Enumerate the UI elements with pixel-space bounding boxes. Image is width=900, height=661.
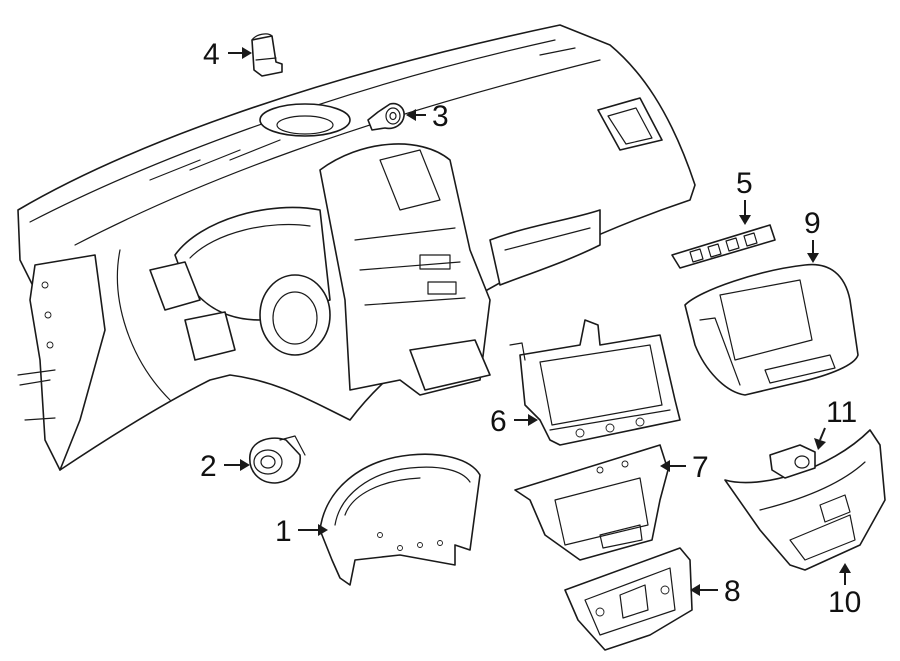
callout-11: 11 <box>814 396 857 450</box>
callout-10-label: 10 <box>828 586 861 619</box>
part-switch <box>251 33 283 77</box>
part-switch-panel <box>671 224 776 269</box>
callout-1: 1 <box>275 515 328 548</box>
callout-4: 4 <box>203 38 252 71</box>
callout-9: 9 <box>804 207 821 263</box>
part-display-unit <box>509 319 681 446</box>
callout-6: 6 <box>490 405 538 438</box>
callout-8: 8 <box>690 575 741 608</box>
part-small-switch <box>769 444 816 479</box>
callout-10: 10 <box>828 563 861 619</box>
callout-5-label: 5 <box>736 167 753 200</box>
callout-2-label: 2 <box>200 450 217 483</box>
part-instrument-cluster <box>319 453 481 586</box>
callout-1-label: 1 <box>275 515 292 548</box>
callout-7-label: 7 <box>692 451 709 484</box>
part-control-panel <box>564 547 693 651</box>
part-knob <box>367 102 405 131</box>
instrument-panel-drawing <box>17 24 696 471</box>
callout-5: 5 <box>736 167 753 225</box>
callout-2: 2 <box>200 450 250 483</box>
callout-6-label: 6 <box>490 405 507 438</box>
callout-3: 3 <box>406 100 449 133</box>
part-console-trim <box>724 429 886 571</box>
callout-9-label: 9 <box>804 207 821 240</box>
callout-4-label: 4 <box>203 38 220 71</box>
part-bezel <box>684 263 859 396</box>
part-bracket <box>514 444 669 561</box>
part-ignition-switch <box>249 435 306 484</box>
callout-11-label: 11 <box>826 396 857 429</box>
callout-8-label: 8 <box>724 575 741 608</box>
callout-7: 7 <box>660 451 709 484</box>
callout-3-label: 3 <box>432 100 449 133</box>
